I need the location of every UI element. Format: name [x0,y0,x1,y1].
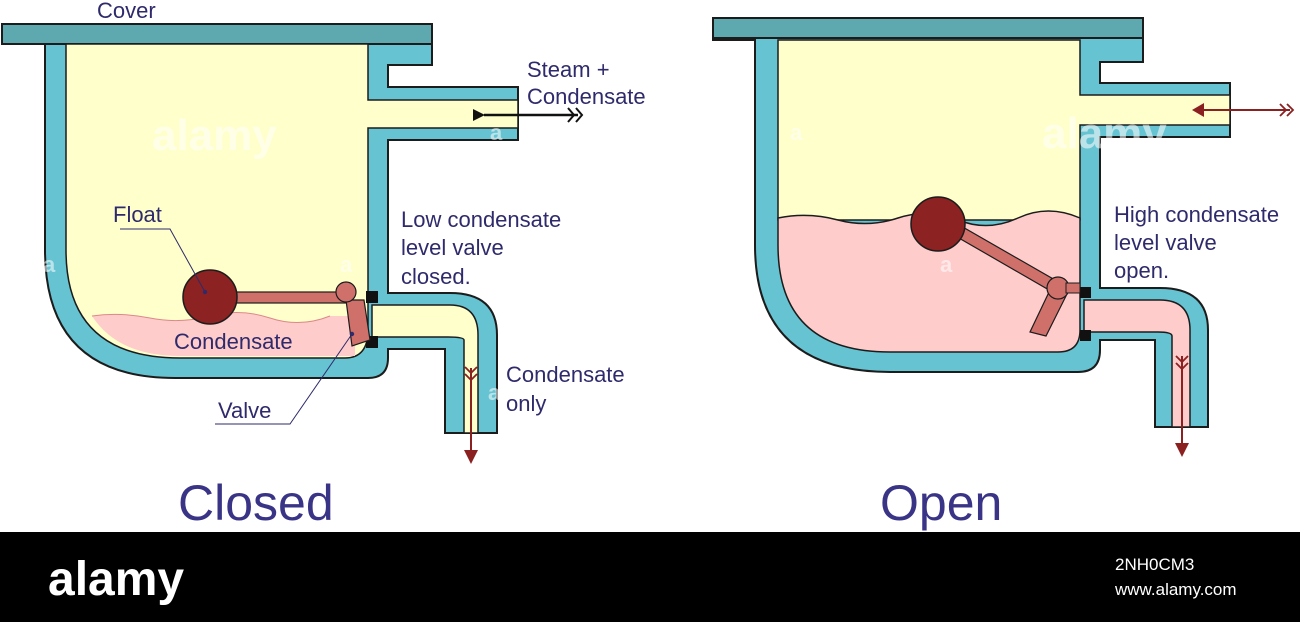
watermark-brand-left: alamy [152,111,277,160]
label-low-line2: level valve [401,235,504,260]
closed-pivot [335,281,357,303]
open-valve-seat-top [1080,287,1091,298]
label-float: Float [113,202,162,227]
open-trap [712,17,1295,457]
label-condensate-only-line2: only [506,391,546,416]
footer-brand-logo: alamy [48,553,184,606]
watermark-letter-1: a [43,252,56,277]
watermark-letter-3: a [490,120,503,145]
open-condensate-body [777,210,1081,353]
label-steam-line1: Steam + [527,57,610,82]
label-high-line1: High condensate [1114,202,1279,227]
open-valve-seat-bottom [1080,330,1091,341]
float-leader-line [120,228,206,293]
watermark-letter-2: a [340,252,353,277]
closed-lever-arm [234,291,351,304]
valve-leader-line [215,333,353,425]
open-cover [712,17,1144,39]
closed-valve-seat-top [366,291,378,303]
label-high-line2: level valve [1114,230,1217,255]
footer-bar [0,532,1300,622]
label-high-line3: open. [1114,258,1169,283]
closed-outlet-pipe [371,304,479,434]
label-low-line1: Low condensate [401,207,561,232]
title-open: Open [880,475,1002,531]
footer-image-id: 2NH0CM3 [1115,555,1194,574]
watermark-letter-5: a [940,252,953,277]
label-condensate-only-line1: Condensate [506,362,625,387]
open-steam-space [777,39,1231,221]
open-outlet-pipe [1083,299,1191,428]
closed-trap [1,23,584,464]
label-valve: Valve [218,398,271,423]
label-steam-line2: Condensate [527,84,646,109]
footer-site: www.alamy.com [1114,580,1237,599]
closed-condensate-pool [92,312,355,356]
watermark-brand-right: alamy [1042,109,1167,158]
label-low-line3: closed. [401,264,471,289]
label-condensate: Condensate [174,329,293,354]
closed-cover [1,23,433,45]
watermark-letter-4: a [790,120,803,145]
title-closed: Closed [178,475,334,531]
closed-float [182,269,238,325]
label-cover: Cover [97,0,156,23]
watermark-letter-6: a [488,380,501,405]
open-float [910,196,966,252]
